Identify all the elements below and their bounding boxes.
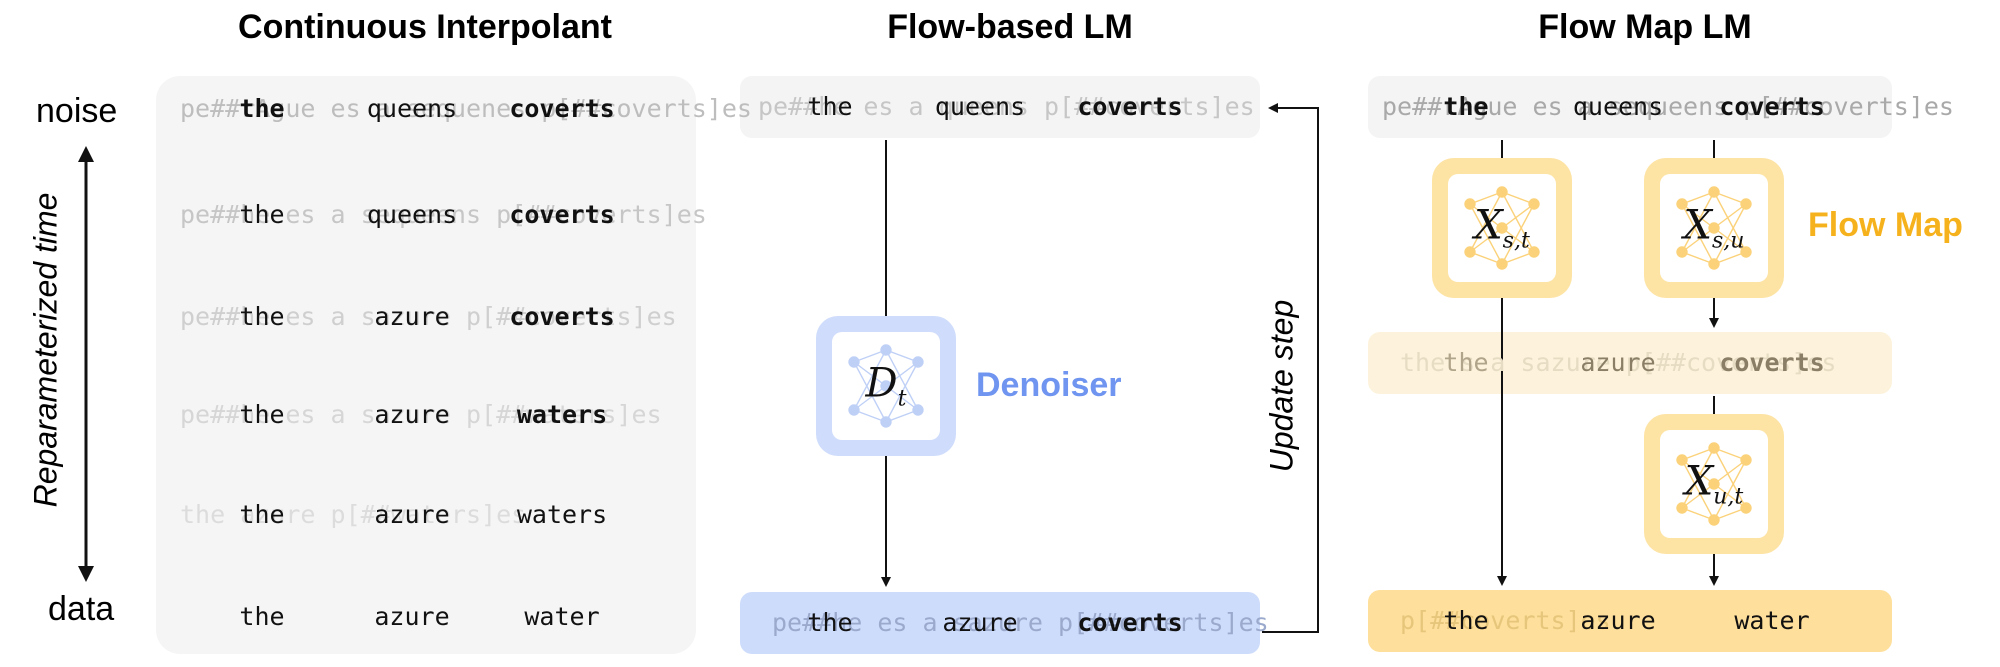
- interpolant-row-token: queens: [366, 200, 458, 229]
- flow-lm-top-ghost: pe##he es a queens p[##coverts]es: [758, 92, 1255, 121]
- interpolant-row-ghost: pe##he es a sazure p[##coverts]es: [180, 302, 677, 331]
- flow-map-top-ghost: pe##rAgue es a sequeens p[##coverts]es: [1382, 92, 1954, 121]
- flow-map-bottom-ghost: p[##coverts]es: [1400, 606, 1611, 635]
- interpolant-row-ghost: pe##he es a sequeens p[##coverts]es: [180, 200, 707, 229]
- flow-map-bottom-token-2: azure: [1580, 606, 1656, 635]
- flow-map-network-s-t: Xs,t: [1432, 158, 1572, 298]
- flow-map-symbol-u-t: Xu,t: [1684, 458, 1744, 510]
- flow-map-bottom-token-1: the: [1443, 606, 1489, 635]
- interpolant-row-token: the: [239, 500, 285, 529]
- title-continuous-interpolant: Continuous Interpolant: [238, 8, 612, 46]
- flow-map-mid-token-1: the: [1443, 348, 1489, 377]
- interpolant-row-token: waters: [516, 400, 608, 429]
- interpolant-row-token: azure: [374, 400, 450, 429]
- interpolant-row-token: coverts: [509, 302, 615, 331]
- interpolant-row-token: azure: [374, 302, 450, 331]
- flow-map-mid-ghost: the s a sazure p[##coverts]es: [1400, 348, 1837, 377]
- time-axis-up-arrowhead: [78, 146, 94, 162]
- interpolant-row-token: water: [524, 602, 600, 631]
- neural-net-icon: [848, 344, 924, 428]
- flow-map-mid-token-3: coverts: [1719, 348, 1825, 377]
- flow-lm-top-token-3: coverts: [1077, 92, 1183, 121]
- flow-lm-bottom-token-2: azure: [942, 608, 1018, 637]
- flow-map-mid-token-2: azure: [1580, 348, 1656, 377]
- flow-map-bottom-row: [1368, 590, 1892, 652]
- flow-map-top-token-1: the: [1443, 92, 1489, 121]
- flow-map-network-u-t: Xu,t: [1644, 414, 1784, 554]
- flow-map-top-token-2: queens: [1572, 92, 1664, 121]
- interpolant-row-token: queens: [366, 94, 458, 123]
- update-step-loop-arrow: [1262, 103, 1319, 633]
- interpolant-row-token: the: [239, 602, 285, 631]
- flow-map-mid-row: [1368, 332, 1892, 394]
- interpolant-row-token: azure: [374, 500, 450, 529]
- flow-map-network-s-u: Xs,u: [1644, 158, 1784, 298]
- interpolant-row-token: azure: [374, 602, 450, 631]
- flow-lm-bottom-ghost: pe##he es a sazure p[##coverts]es: [772, 608, 1269, 637]
- flow-map-top-token-3: coverts: [1719, 92, 1825, 121]
- denoiser-network: Dt: [816, 316, 956, 456]
- flow-lm-top-token-2: queens: [934, 92, 1026, 121]
- interpolant-row-token: the: [239, 302, 285, 331]
- denoiser-label: Denoiser: [976, 366, 1122, 404]
- flow-map-symbol-s-u: Xs,u: [1683, 202, 1745, 254]
- update-step-label: Update step: [1263, 299, 1300, 473]
- interpolant-row-token: coverts: [509, 200, 615, 229]
- flow-map-top-row: [1368, 76, 1892, 138]
- title-flow-based-lm: Flow-based LM: [887, 8, 1133, 46]
- interpolant-row-ghost: pe##he es a sazure p[##waters]es: [180, 400, 662, 429]
- flow-map-symbol-s-t: Xs,t: [1474, 202, 1530, 254]
- data-label: data: [48, 590, 115, 628]
- interpolant-row-ghost: pe##rAgue es a sequenes p[##coverts]es: [180, 94, 752, 123]
- noise-label: noise: [36, 92, 118, 130]
- flow-lm-bottom-token-3: coverts: [1077, 608, 1183, 637]
- interpolant-row-token: the: [239, 94, 285, 123]
- time-axis-down-arrowhead: [78, 566, 94, 582]
- neural-net-icon: [1676, 186, 1752, 270]
- flow-map-bottom-token-3: water: [1734, 606, 1810, 635]
- denoiser-symbol: Dt: [865, 360, 907, 412]
- flow-lm-bottom-token-1: the: [807, 608, 853, 637]
- interpolant-panel: [156, 76, 696, 654]
- flow-lm-top-token-1: the: [807, 92, 853, 121]
- flow-lm-top-row: [740, 76, 1260, 138]
- neural-net-icon: [1676, 442, 1752, 526]
- neural-net-icon: [1464, 186, 1540, 270]
- interpolant-row-token: the: [239, 400, 285, 429]
- flow-lm-bottom-row: [740, 592, 1260, 654]
- interpolant-row-token: coverts: [509, 94, 615, 123]
- title-flow-map-lm: Flow Map LM: [1538, 8, 1752, 46]
- interpolant-row-ghost: the azure p[##waters]es: [180, 500, 527, 529]
- flow-map-label: Flow Map: [1808, 206, 1963, 244]
- interpolant-row-token: the: [239, 200, 285, 229]
- interpolant-row-token: waters: [516, 500, 608, 529]
